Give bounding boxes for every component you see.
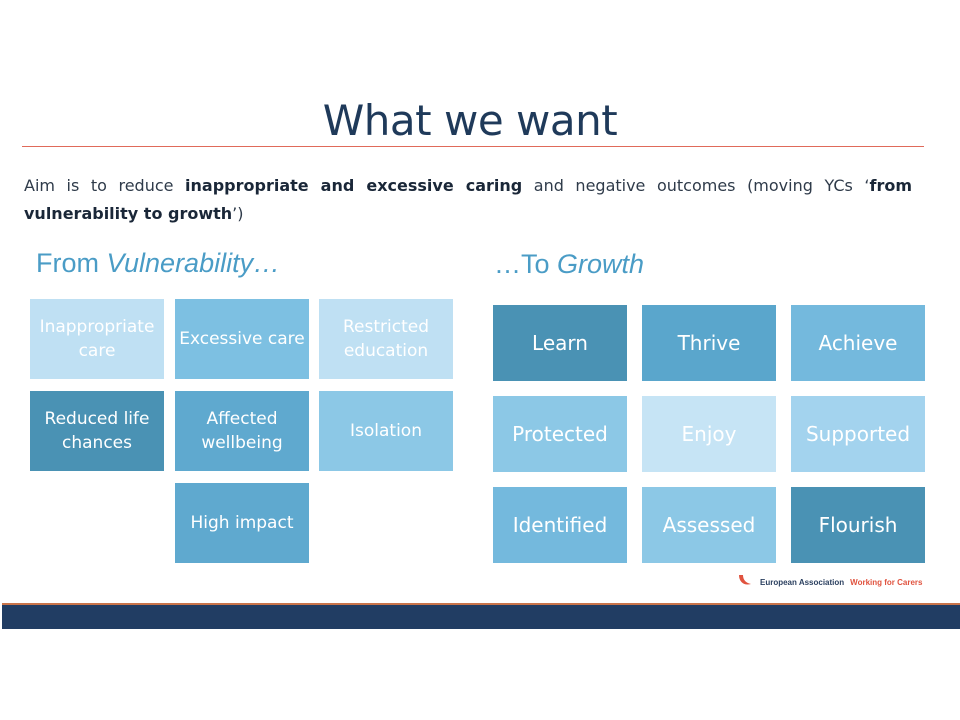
tile-label: High impact xyxy=(190,513,294,533)
logo-name-part2: Working for Carers xyxy=(850,578,923,587)
tile-label: Assessed xyxy=(662,513,756,537)
to-growth-heading: …To Growth xyxy=(494,249,644,280)
tile-label: Affected wellbeing xyxy=(201,409,283,453)
growth-tile: Learn xyxy=(493,305,627,381)
tile-label: Restricted education xyxy=(342,317,429,361)
vulnerability-tile: Reduced life chances xyxy=(30,391,164,471)
vulnerability-tile: Affected wellbeing xyxy=(175,391,309,471)
footer-band xyxy=(2,605,960,629)
tile-label: Enjoy xyxy=(681,422,737,446)
title-divider xyxy=(22,146,924,147)
growth-tile: Achieve xyxy=(791,305,925,381)
tile-label: Excessive care xyxy=(179,329,305,349)
heading-right-italic: Growth xyxy=(557,249,645,279)
aim-bold-2: from vulnerability to growth xyxy=(24,176,913,223)
tile-label: Thrive xyxy=(677,331,741,355)
tile-label: Protected xyxy=(512,422,608,446)
vulnerability-tile: Isolation xyxy=(319,391,453,471)
aim-text-2: and negative outcomes (moving YCs ‘ xyxy=(522,176,870,195)
tile-label: Inappropriate care xyxy=(39,317,155,361)
heading-left-italic: Vulnerability… xyxy=(106,248,281,278)
tile-label: Isolation xyxy=(350,421,422,441)
aim-text-1: Aim is to reduce xyxy=(24,176,186,195)
vulnerability-tile: High impact xyxy=(175,483,309,563)
aim-statement: Aim is to reduce inappropriate and exces… xyxy=(24,172,912,228)
from-vulnerability-heading: From Vulnerability… xyxy=(36,248,280,279)
tile-label: Achieve xyxy=(818,331,898,355)
growth-tile: Enjoy xyxy=(642,396,776,472)
logo-name-part1: European Association xyxy=(760,578,845,587)
eurocarers-logo: European Association Working for Carers xyxy=(738,572,922,587)
growth-tile: Flourish xyxy=(791,487,925,563)
aim-text-3: ’) xyxy=(232,204,244,223)
vulnerability-tile: Excessive care xyxy=(175,299,309,379)
heading-right-prefix: …To xyxy=(494,249,558,279)
vulnerability-tile: Restricted education xyxy=(319,299,453,379)
growth-tile: Thrive xyxy=(642,305,776,381)
tile-label: Identified xyxy=(512,513,608,537)
tile-label: Learn xyxy=(532,331,588,355)
vulnerability-tile: Inappropriate care xyxy=(30,299,164,379)
growth-tile: Supported xyxy=(791,396,925,472)
logo-mark-icon xyxy=(739,574,751,585)
growth-tile: Identified xyxy=(493,487,627,563)
growth-tile: Assessed xyxy=(642,487,776,563)
heading-left-prefix: From xyxy=(36,248,107,278)
growth-tile: Protected xyxy=(493,396,627,472)
aim-bold-1: inappropriate and excessive caring xyxy=(185,176,523,195)
tile-label: Reduced life chances xyxy=(44,409,150,453)
footer-accent-line xyxy=(2,603,960,605)
tile-label: Flourish xyxy=(818,513,898,537)
tile-label: Supported xyxy=(805,422,911,446)
slide-title: What we want xyxy=(322,96,618,145)
